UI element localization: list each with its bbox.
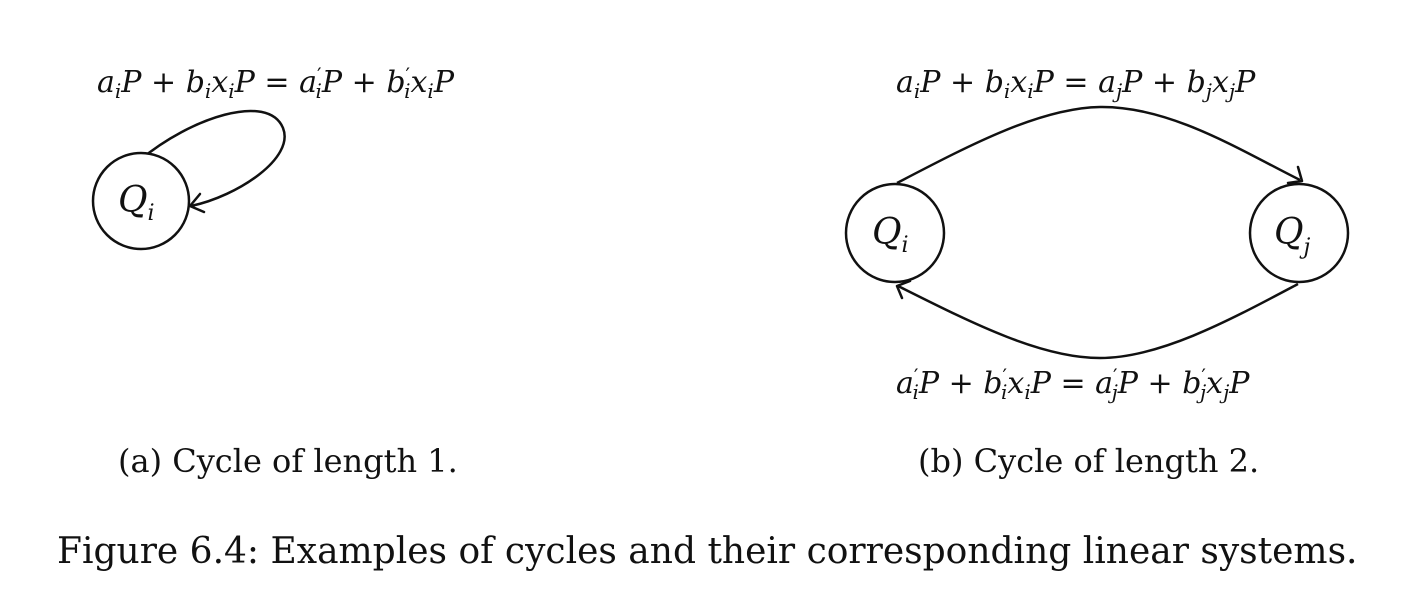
figure-caption: Figure 6.4: Examples of cycles and their… [57, 531, 1357, 572]
panel-b-node-qj-label: Q [1274, 212, 1304, 253]
panel-b-node-qj: Qj [1248, 182, 1350, 284]
svg-text:Qi: Qi [118, 180, 155, 226]
panel-a-node-qi: Qi [91, 151, 191, 251]
panel-a-edge-label: aiP + bixiP = a′iP + b′ixiP [97, 63, 455, 103]
svg-text:Qj: Qj [1274, 212, 1311, 260]
panel-a-self-loop-edge [139, 109, 286, 208]
panel-a: aiP + bixiP = a′iP + b′ixiP Qi (a) Cycle… [91, 63, 458, 480]
panel-b-node-qi: Qi [844, 182, 946, 284]
panel-a-caption: (a) Cycle of length 1. [118, 442, 458, 480]
panel-b-bottom-arrowhead [895, 279, 912, 300]
panel-b-node-qi-label: Q [872, 212, 902, 253]
panel-b-top-edge-label: aiP + bixiP = ajP + bjxjP [896, 65, 1256, 103]
panel-b-top-edge [896, 105, 1301, 185]
panel-a-self-loop-arrowhead [188, 192, 206, 214]
panel-b-node-qi-subscript: i [902, 233, 909, 258]
panel-b-top-arrowhead [1286, 165, 1304, 185]
panel-b-caption: (b) Cycle of length 2. [918, 442, 1259, 480]
panel-b: aiP + bixiP = ajP + bjxjP Qi Qj a′iP + b… [844, 65, 1350, 480]
panel-b-bottom-edge [897, 282, 1299, 360]
panel-b-bottom-edge-label: a′iP + b′ixiP = a′jP + b′jxjP [896, 364, 1250, 404]
panel-a-node-subscript: i [148, 201, 155, 226]
svg-text:Qi: Qi [872, 212, 909, 258]
panel-a-node-label: Q [118, 180, 148, 221]
